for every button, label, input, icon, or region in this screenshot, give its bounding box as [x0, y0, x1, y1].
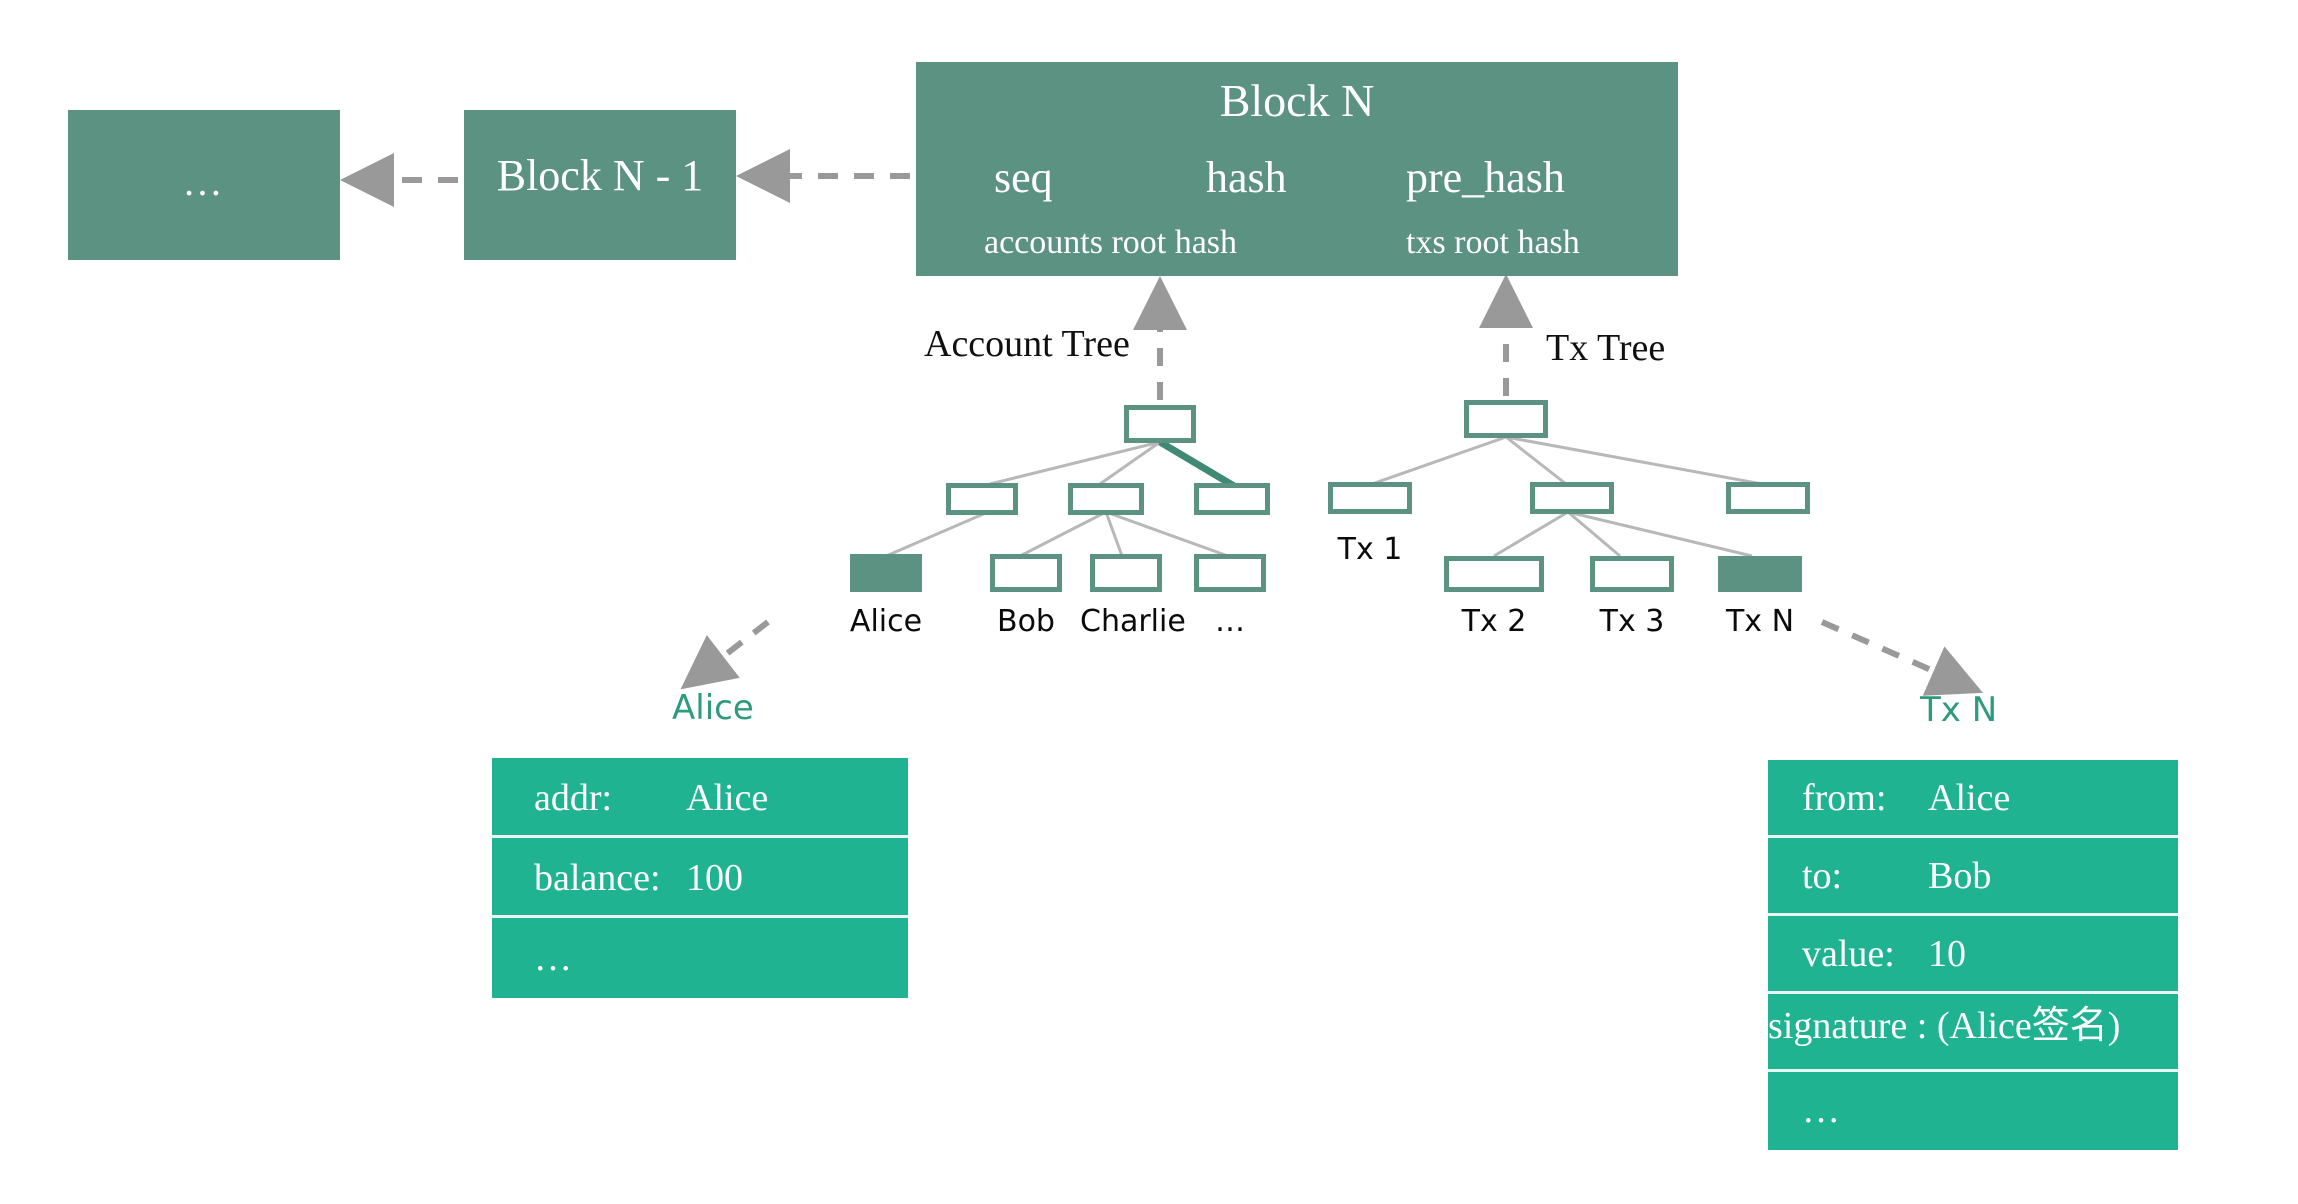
chain-block-previous-label: Block N - 1 — [496, 151, 704, 200]
tx-tree-root-node[interactable] — [1464, 400, 1548, 438]
account-tree-leaf-charlie[interactable] — [1090, 554, 1162, 592]
account-detail-value-balance: 100 — [686, 857, 743, 899]
tx-leaf-caption-tx1: Tx 1 — [1337, 532, 1403, 567]
tx-leaf-caption-tx2: Tx 2 — [1461, 604, 1527, 639]
tx-tree-mid-node-3[interactable] — [1726, 482, 1810, 514]
account-detail-row-more: … — [492, 918, 908, 998]
chain-block-ellipsis[interactable]: … — [68, 110, 340, 260]
account-detail-row-addr: addr: Alice — [492, 758, 908, 838]
tx-detail-value-to: Bob — [1928, 855, 1992, 897]
account-leaf-caption-charlie: Charlie — [1080, 604, 1186, 639]
block-n-field-row-1: seq hash pre_hash — [916, 152, 1678, 206]
block-n-field-accounts-root-hash: accounts root hash — [984, 224, 1238, 261]
account-tree-mid-node-1[interactable] — [946, 483, 1018, 515]
block-n-field-row-2: accounts root hash txs root hash — [916, 224, 1678, 270]
account-detail-title: Alice — [672, 688, 754, 728]
tx-detail-card[interactable]: from: Alice to: Bob value: 10 signature … — [1768, 760, 2178, 1150]
tx-leaf-caption-txn: Tx N — [1725, 604, 1795, 639]
account-detail-key-balance: balance: — [534, 857, 661, 899]
account-tree-edges — [885, 440, 1231, 558]
alice-detail-arrow — [680, 619, 770, 690]
tx-leaf-caption-tx3: Tx 3 — [1599, 604, 1665, 639]
tx-tree-mid-node-2[interactable] — [1530, 482, 1614, 514]
tx-tree-label: Tx Tree — [1546, 327, 1666, 369]
account-tree-highlight-edge — [1158, 438, 1236, 490]
tx-detail-key-more: … — [1802, 1089, 1840, 1131]
tx-detail-row-more: … — [1768, 1072, 2178, 1150]
account-tree-leaf-bob[interactable] — [990, 554, 1062, 592]
account-leaf-caption-more: … — [1215, 604, 1245, 639]
account-tree-mid-node-2[interactable] — [1068, 483, 1144, 515]
tx-tree-mid-node-1[interactable] — [1328, 482, 1412, 514]
block-n-field-hash: hash — [1206, 153, 1287, 202]
tx-detail-row-value: value: 10 — [1768, 916, 2178, 994]
block-n-field-pre-hash: pre_hash — [1406, 153, 1565, 202]
chain-block-current[interactable]: Block N seq hash pre_hash accounts root … — [916, 62, 1678, 276]
tx-detail-key-value: value: — [1802, 933, 1895, 975]
tx-detail-value-from: Alice — [1928, 777, 2011, 819]
block-n-title: Block N — [1219, 75, 1375, 126]
account-leaf-caption-bob: Bob — [997, 604, 1055, 639]
account-detail-key-more: … — [534, 937, 572, 979]
block-n-field-seq: seq — [994, 153, 1053, 202]
tx-detail-row-signature: signature : (Alice签名) — [1768, 994, 2178, 1072]
account-detail-value-addr: Alice — [686, 777, 769, 819]
tx-detail-key-to: to: — [1802, 855, 1843, 897]
account-leaf-caption-alice: Alice — [849, 604, 923, 639]
account-tree-leaf-alice[interactable] — [850, 554, 922, 592]
tx-detail-row-to: to: Bob — [1768, 838, 2178, 916]
chain-block-ellipsis-label: … — [182, 159, 226, 204]
tx-tree-leaf-tx2[interactable] — [1444, 556, 1544, 592]
account-detail-card[interactable]: addr: Alice balance: 100 … — [492, 758, 908, 998]
account-detail-key-addr: addr: — [534, 777, 613, 819]
tx-tree-leaf-txn[interactable] — [1718, 556, 1802, 592]
tx-detail-title: Tx N — [1920, 690, 1998, 730]
account-detail-row-balance: balance: 100 — [492, 838, 908, 918]
account-tree-leaf-more[interactable] — [1194, 554, 1266, 592]
tx-detail-row-from: from: Alice — [1768, 760, 2178, 838]
tx-tree-leaf-tx3[interactable] — [1590, 556, 1674, 592]
tx-detail-key-signature: signature : (Alice签名) — [1768, 1005, 2121, 1047]
tx-detail-value-value: 10 — [1928, 933, 1966, 975]
account-tree-label: Account Tree — [924, 323, 1130, 365]
account-tree-mid-node-3[interactable] — [1194, 483, 1270, 515]
account-tree-root-node[interactable] — [1124, 405, 1196, 443]
chain-block-previous[interactable]: Block N - 1 — [464, 110, 736, 260]
txn-detail-arrow — [1820, 619, 1983, 696]
block-n-field-txs-root-hash: txs root hash — [1406, 224, 1580, 261]
tx-detail-key-from: from: — [1802, 777, 1887, 819]
